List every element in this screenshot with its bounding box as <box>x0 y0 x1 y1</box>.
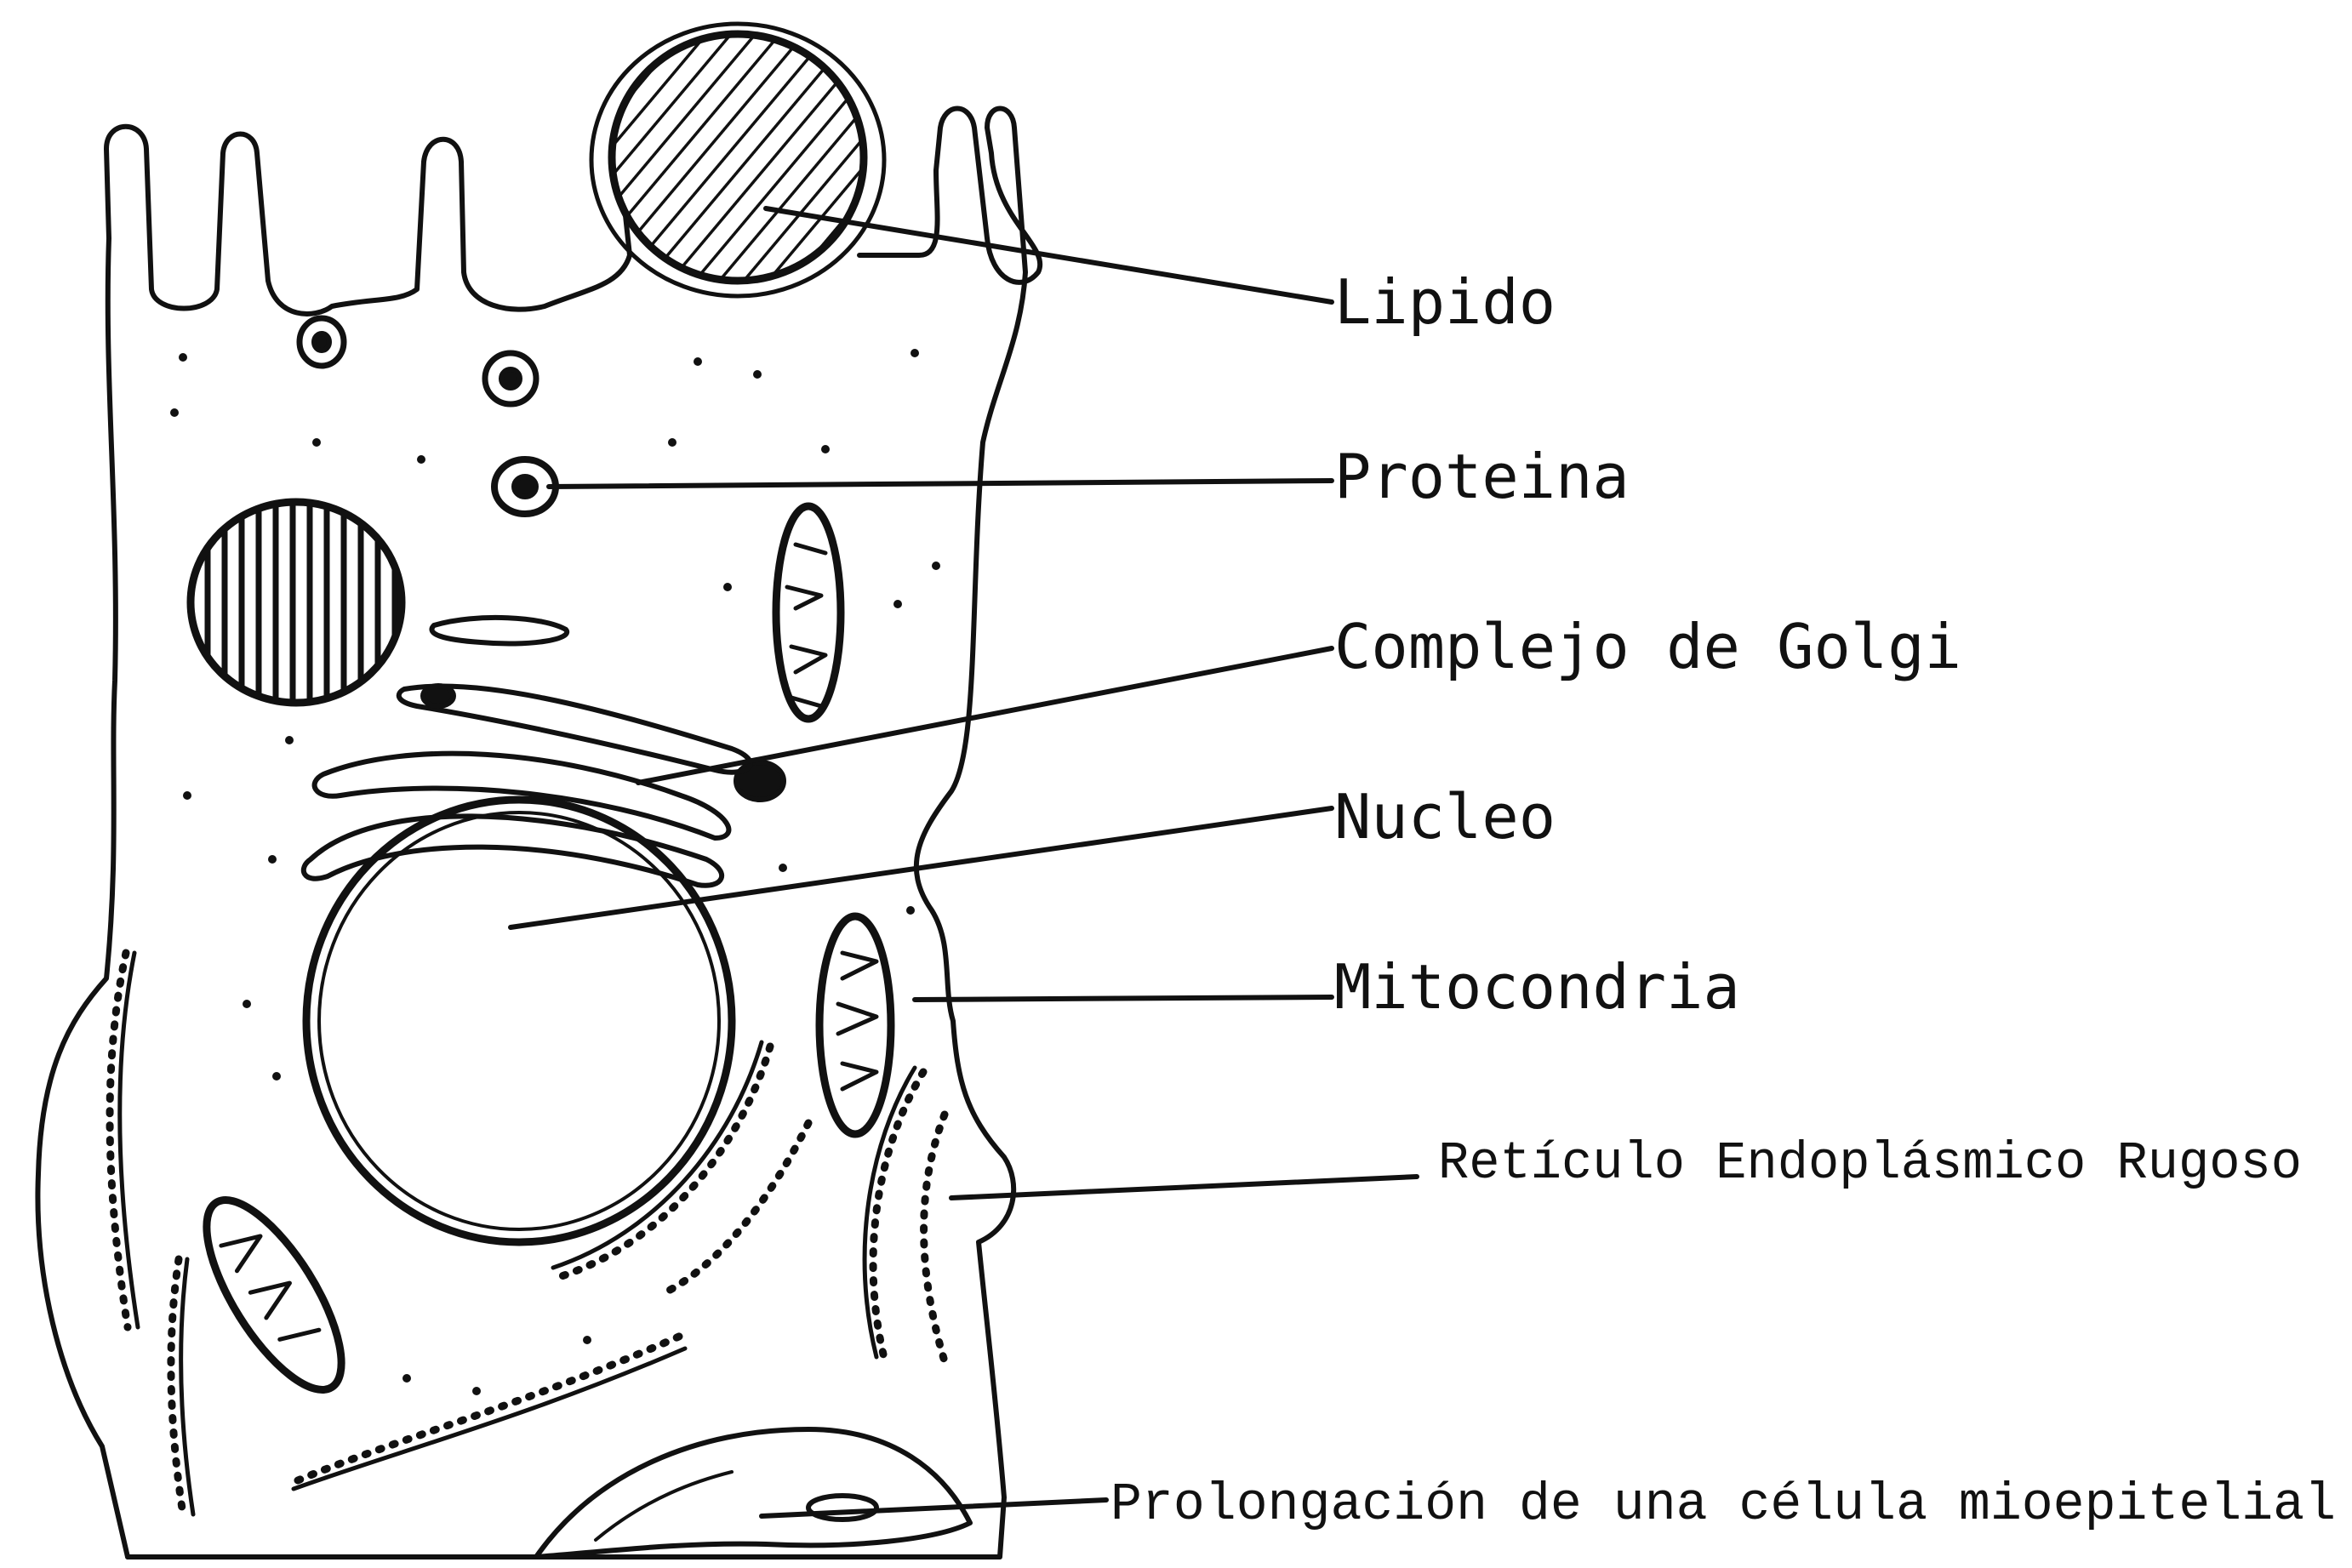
label-mitocondria: Mitocondria <box>1334 951 1740 1023</box>
mitochondrion-lower <box>181 1181 366 1409</box>
protein-vesicle-core <box>514 476 536 497</box>
golgi-vesicle <box>736 762 784 800</box>
golgi-vesicle <box>423 686 454 706</box>
cell-membrane <box>37 126 657 1557</box>
vesicle-core <box>501 369 520 388</box>
secretory-granule <box>191 502 402 703</box>
label-nucleo: Nucleo <box>1334 781 1556 852</box>
lipid-droplet <box>612 34 864 281</box>
mitochondrion-upper <box>776 506 841 719</box>
label-reticulo: Retículo Endoplásmico Rugoso <box>1438 1133 2302 1194</box>
label-prolongacion: Prolongación de una célula mioepitelial <box>1110 1474 2336 1535</box>
vesicle-core <box>314 334 329 351</box>
nucleus-envelope <box>306 800 732 1242</box>
myoepithelial-process <box>536 1429 970 1557</box>
label-lipido: Lipido <box>1334 266 1556 338</box>
label-proteina: Proteina <box>1334 441 1630 512</box>
golgi-cisterna <box>431 618 567 644</box>
label-complejo-golgi: Complejo de Golgi <box>1334 611 1961 682</box>
mitochondrion-middle <box>819 916 891 1134</box>
